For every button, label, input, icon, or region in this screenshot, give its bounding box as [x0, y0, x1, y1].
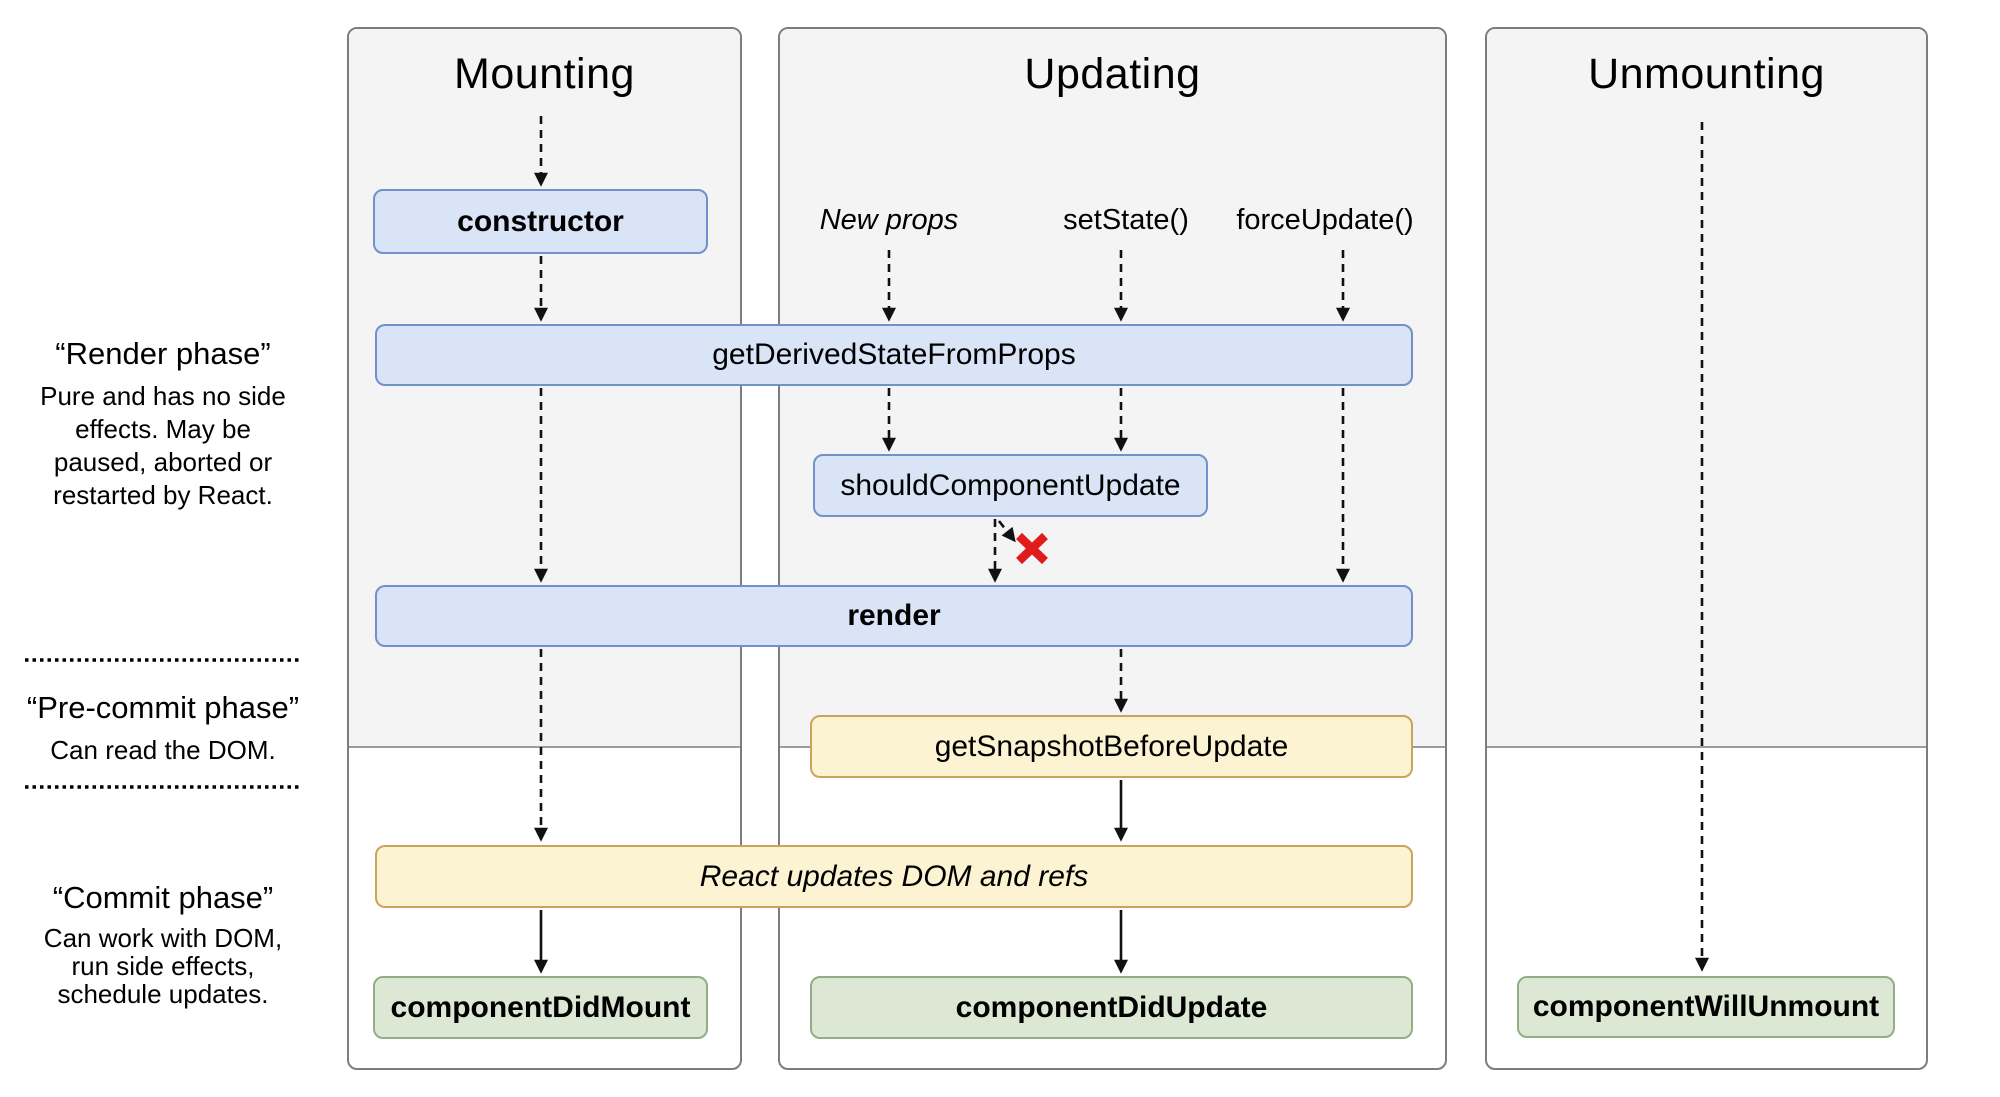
- mounting-title: Mounting: [454, 50, 635, 98]
- unmounting-title: Unmounting: [1588, 50, 1825, 98]
- commit-phase-description: Can work with DOM, run side effects, sch…: [43, 923, 283, 1009]
- react-updates-dom-node: React updates DOM and refs: [375, 845, 1413, 908]
- component-did-mount-node: componentDidMount: [373, 976, 708, 1039]
- component-did-update-node: componentDidUpdate: [810, 976, 1413, 1039]
- should-component-update-node: shouldComponentUpdate: [813, 454, 1208, 517]
- get-snapshot-before-update-node: getSnapshotBeforeUpdate: [810, 715, 1413, 778]
- render-phase-title: “Render phase”: [55, 336, 271, 371]
- unmounting-panel: [1485, 27, 1928, 1070]
- component-will-unmount-node: componentWillUnmount: [1517, 976, 1895, 1038]
- pre-commit-phase-annotation: “Pre-commit phase” Can read the DOM.: [0, 690, 326, 767]
- trigger-new-props: New props: [819, 204, 959, 236]
- commit-phase-annotation: “Commit phase” Can work with DOM, run si…: [0, 880, 326, 1008]
- commit-phase-title: “Commit phase”: [52, 880, 274, 915]
- trigger-force-update: forceUpdate(): [1236, 204, 1414, 236]
- render-phase-annotation: “Render phase” Pure and has no side effe…: [0, 336, 326, 512]
- unmounting-render-phase-region: [1487, 29, 1926, 748]
- trigger-set-state: setState(): [1063, 204, 1189, 236]
- updating-title: Updating: [1024, 50, 1201, 98]
- render-phase-description: Pure and has no side effects. May be pau…: [40, 381, 286, 510]
- constructor-node: constructor: [373, 189, 708, 254]
- updating-panel: [778, 27, 1447, 1070]
- mounting-panel: [347, 27, 742, 1070]
- pre-commit-phase-description: Can read the DOM.: [50, 735, 276, 765]
- render-node: render: [375, 585, 1413, 647]
- get-derived-state-from-props-node: getDerivedStateFromProps: [375, 324, 1413, 386]
- pre-commit-phase-title: “Pre-commit phase”: [26, 690, 300, 725]
